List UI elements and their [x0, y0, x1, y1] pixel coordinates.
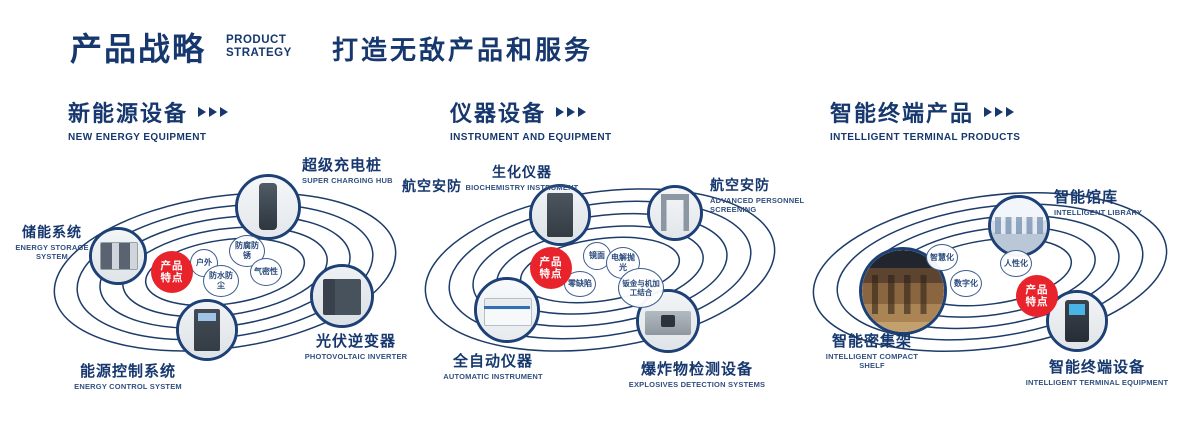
section-subtitle-text: NEW ENERGY EQUIPMENT [68, 132, 207, 143]
product-features-badge: 产品 特点 [151, 251, 193, 293]
personnel-screening-image [650, 188, 700, 238]
energy-control-image [179, 302, 235, 358]
feature-bubble-digital: 数字化 [950, 270, 982, 297]
node-automatic-instrument-photo [474, 277, 540, 343]
super-charging-image [238, 177, 298, 237]
label-explosives-detection: 爆炸物检测设备 EXPLOSIVES DETECTION SYSTEMS [628, 361, 766, 389]
label-energy-storage: 储能系统 ENERGY STORAGE SYSTEM [15, 224, 89, 261]
section-title-instruments: 仪器设备 INSTRUMENT AND EQUIPMENT [450, 96, 611, 143]
label-energy-control: 能源控制系统 ENERGY CONTROL SYSTEM [74, 363, 182, 391]
page-title-english-line1: PRODUCT [226, 34, 287, 46]
badge-line: 产品 [539, 255, 563, 268]
intelligent-library-image [991, 198, 1047, 254]
section-title-text: 新能源设备 [68, 101, 189, 126]
node-pv-inverter-photo [310, 264, 374, 328]
biochemistry-image [532, 187, 588, 243]
label-super-charging: 超级充电桩 SUPER CHARGING HUB [302, 157, 393, 185]
section-title-text: 智能终端产品 [830, 101, 975, 126]
feature-bubble-airtight: 气密性 [250, 258, 282, 286]
product-features-badge: 产品 特点 [530, 247, 572, 289]
feature-bubble-sheetmetal-machining: 钣金与机加工结合 [618, 268, 664, 308]
page-title-english: PRODUCT STRATEGY [226, 34, 292, 60]
badge-line: 特点 [160, 272, 184, 284]
feature-bubble-humanized: 人性化 [1000, 250, 1032, 277]
feature-bubble-waterproof: 防水防尘 [203, 265, 239, 297]
section-subtitle-text: INSTRUMENT AND EQUIPMENT [450, 132, 612, 143]
triple-arrow-icon [556, 107, 589, 117]
triple-arrow-icon [984, 107, 1017, 117]
energy-storage-image [92, 230, 144, 282]
badge-line: 产品 [1025, 283, 1049, 296]
label-terminal-equipment: 智能终端设备 INTELLIGENT TERMINAL EQUIPMENT [1025, 359, 1169, 387]
automatic-instrument-image [477, 280, 537, 340]
page-title: 产品战略 [70, 31, 207, 67]
label-pv-inverter: 光伏逆变器 PHOTOVOLTAIC INVERTER [304, 333, 408, 361]
label-aviation-security-side: 航空安防 [402, 178, 462, 194]
explosives-detection-image [639, 292, 697, 350]
triple-arrow-icon [198, 107, 231, 117]
badge-line: 特点 [1025, 296, 1049, 308]
label-personnel-screening: 航空安防 ADVANCED PERSONNEL SCREENING [710, 177, 805, 214]
badge-line: 特点 [539, 268, 563, 280]
node-energy-storage-photo [89, 227, 147, 285]
label-intelligent-library: 智能馆库 INTELLIGENT LIBRARY [1054, 189, 1143, 217]
node-terminal-equipment-photo [1046, 290, 1108, 352]
label-biochemistry: 生化仪器 BIOCHEMISTRY INSTRUMENT [465, 164, 579, 192]
section-title-text: 仪器设备 [450, 101, 547, 126]
label-automatic-instrument: 全自动仪器 AUTOMATIC INSTRUMENT [443, 353, 543, 381]
pv-inverter-image [313, 267, 371, 325]
section-title-intelligent-terminal: 智能终端产品 INTELLIGENT TERMINAL PRODUCTS [830, 96, 1020, 143]
node-super-charging-photo [235, 174, 301, 240]
compact-shelf-image [862, 250, 944, 332]
node-energy-control-photo [176, 299, 238, 361]
page-slogan: 打造无敌产品和服务 [332, 35, 594, 65]
label-compact-shelf: 智能密集架 INTELLIGENT COMPACT SHELF [825, 333, 919, 370]
section-title-new-energy: 新能源设备 NEW ENERGY EQUIPMENT [68, 96, 231, 143]
badge-line: 产品 [160, 259, 184, 272]
section-subtitle-text: INTELLIGENT TERMINAL PRODUCTS [830, 132, 1021, 143]
node-biochemistry-photo [529, 184, 591, 246]
feature-bubble-intelligent: 智慧化 [926, 244, 958, 271]
page-title-english-line2: STRATEGY [226, 47, 292, 60]
node-personnel-screening-photo [647, 185, 703, 241]
node-compact-shelf-photo [859, 247, 947, 335]
orbit-rings-instruments [424, 188, 776, 352]
node-explosives-detection-photo [636, 289, 700, 353]
terminal-equipment-image [1049, 293, 1105, 349]
product-features-badge: 产品 特点 [1016, 275, 1058, 317]
node-intelligent-library-photo [988, 195, 1050, 257]
